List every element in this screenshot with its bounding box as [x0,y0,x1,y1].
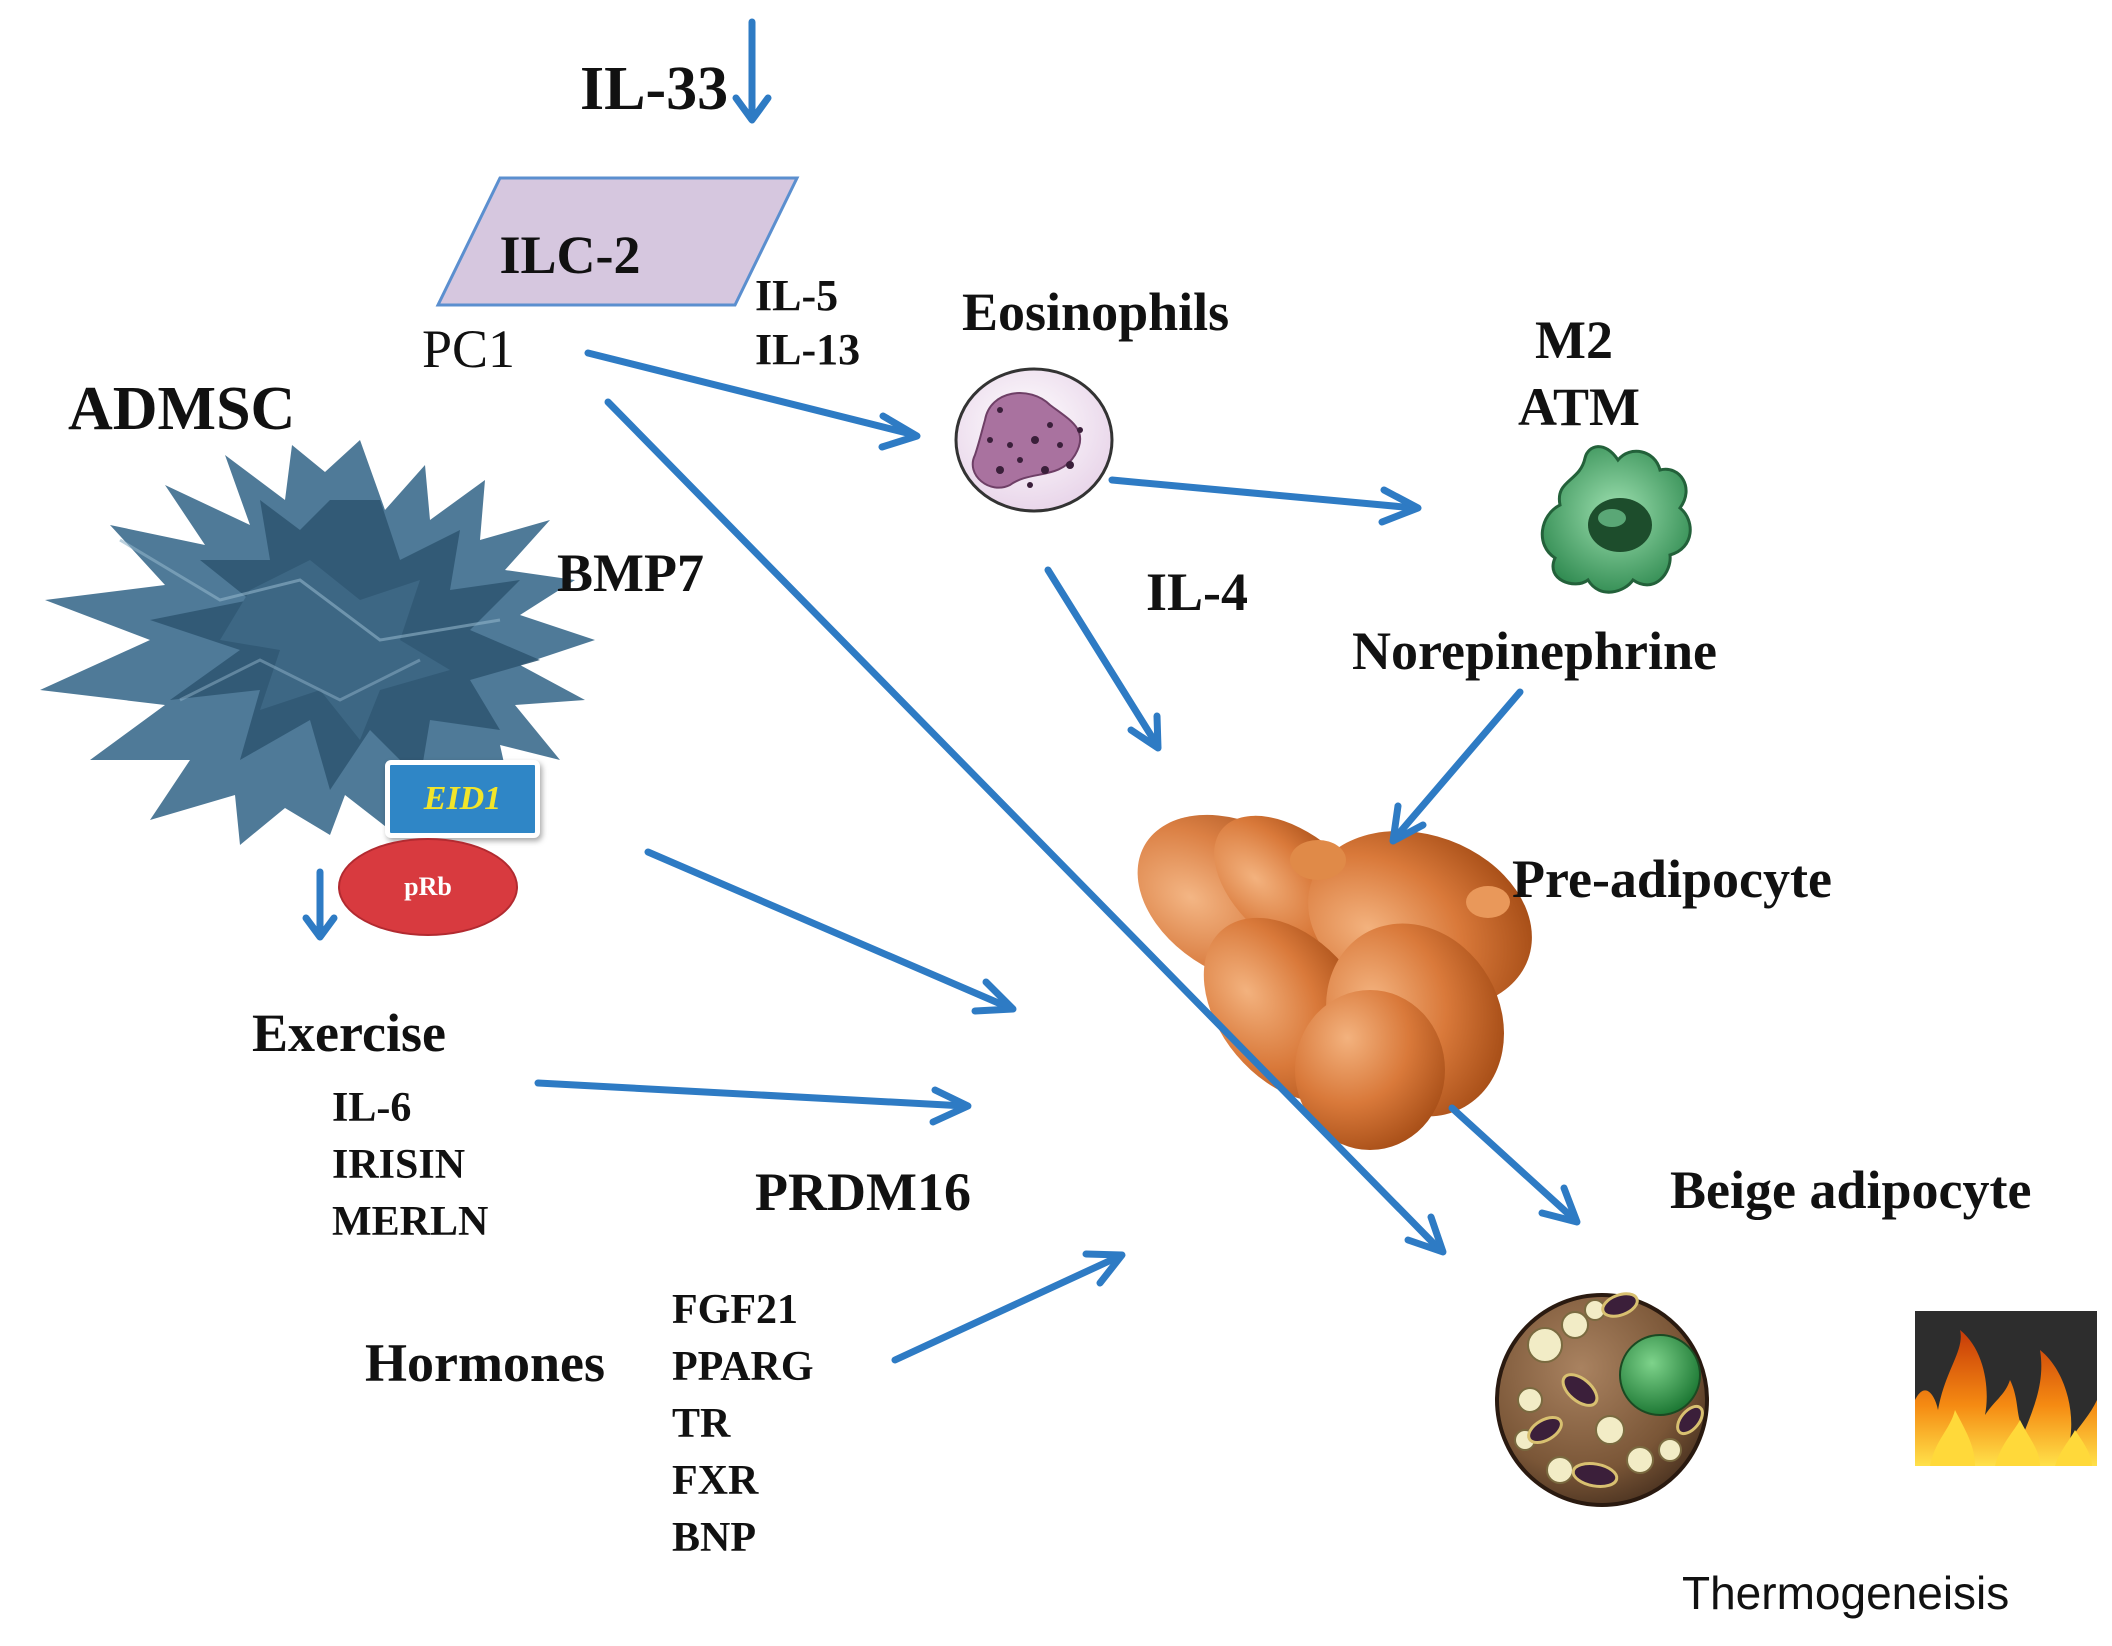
exercise-label: Exercise [252,1003,446,1063]
il4-label: IL-4 [1146,562,1249,622]
arrow-il33-to-ilc2 [732,18,772,124]
norepinephrine-label: Norepinephrine [1352,621,1718,681]
arrow-preadipocyte-to-beige [1448,1104,1581,1226]
arrow-bmp7-to-prdm16 [644,848,1017,1015]
ilc2-label: ILC-2 [499,225,641,285]
admsc-label: ADMSC [68,375,296,443]
pre-adipocyte-label: Pre-adipocyte [1512,849,1832,909]
hormone-factor: PPARG [672,1344,814,1391]
m2-label: M2 [1535,310,1613,370]
eid1-label: EID1 [423,780,502,817]
exercise-factor: IL-6 [332,1085,412,1131]
exercise-factor: MERLN [332,1199,489,1246]
exercise-factors-list: IL-6 IRISIN MERLN [332,1080,488,1251]
fire-icon [1915,1311,2097,1466]
arrow-norepinephrine-to-preadipocyte [1389,688,1524,845]
il13-label: IL-13 [755,325,861,374]
arrow-exercise-to-prdm16 [534,1079,972,1126]
hormones-label: Hormones [365,1333,605,1393]
arrow-prb-down [302,868,338,941]
eosinophil-cell-icon [954,367,1114,513]
m2-macrophage-icon [1540,445,1692,594]
beige-adipocyte-cell-icon [1495,1292,1709,1507]
pre-adipocyte-cluster-icon [1137,814,1532,1150]
arrow-pc1-to-beige-adipocyte [604,398,1447,1256]
il5-label: IL-5 [755,271,839,320]
arrow-eosinophils-to-m2 [1108,476,1422,526]
arrow-pc1-to-eosinophils [584,349,921,451]
hormone-factor: FGF21 [672,1287,798,1333]
admsc-cell-icon [40,440,595,845]
prb-label: pRb [404,872,452,901]
arrows [302,18,1581,1364]
atm-label: ATM [1518,377,1640,437]
prb-ellipse: pRb [338,838,518,936]
pc1-label: PC1 [422,319,516,379]
arrow-eosinophils-il4 [1044,566,1162,752]
arrow-hormones-to-prdm16 [891,1250,1126,1364]
thermogenesis-label: Thermogeneisis [1682,1567,2010,1619]
eid1-box: EID1 [385,760,540,838]
hormone-factor: BNP [672,1515,756,1562]
beige-adipocyte-label: Beige adipocyte [1670,1160,2032,1220]
hormone-factor: FXR [672,1458,759,1505]
hormone-factor: TR [672,1401,731,1448]
eosinophils-label: Eosinophils [962,282,1230,342]
exercise-factor: IRISIN [332,1142,466,1189]
il33-label: IL-33 [580,55,729,123]
prdm16-label: PRDM16 [755,1162,971,1222]
hormone-factors-list: FGF21 PPARG TR FXR BNP [672,1282,814,1568]
bmp7-label: BMP7 [557,543,704,603]
ilc2-box [435,176,800,307]
